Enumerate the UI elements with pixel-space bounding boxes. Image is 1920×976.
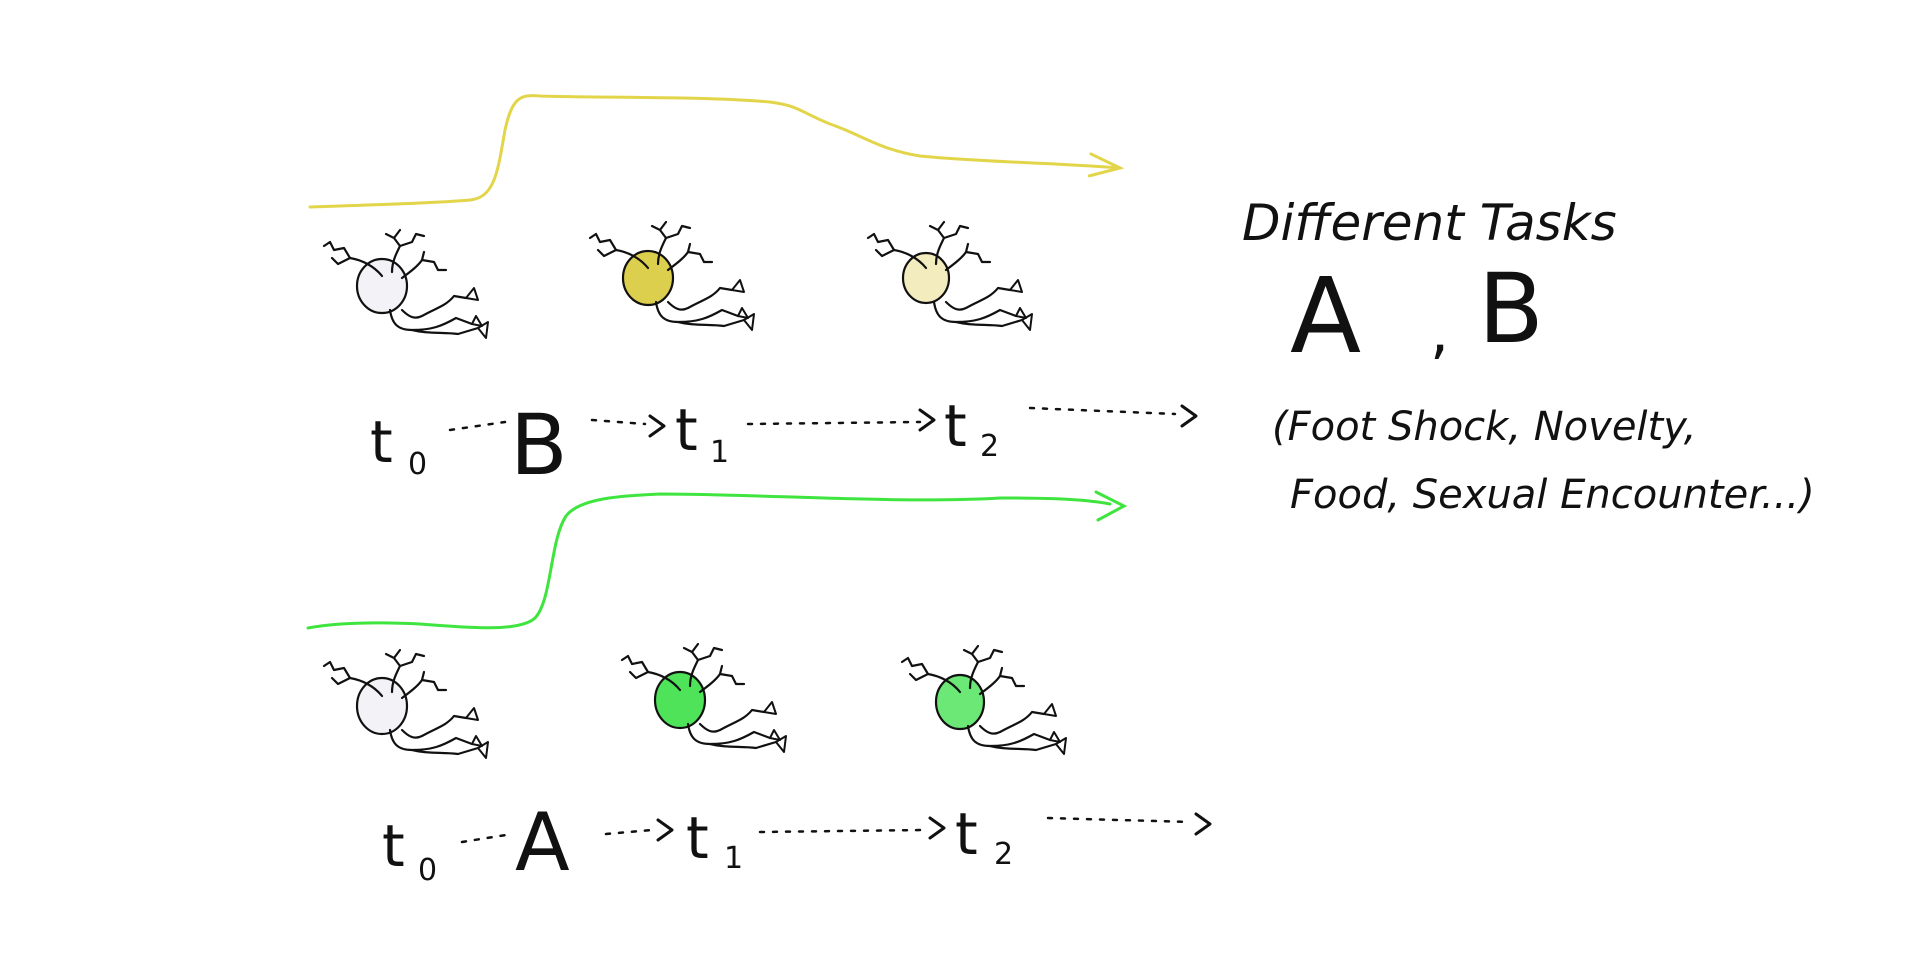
legend-examples-line2: Food, Sexual Encounter...) [1290, 472, 1815, 518]
legend-task-a: A [1290, 255, 1361, 377]
neuron-soma [355, 676, 409, 736]
arrow-head-icon [648, 414, 666, 438]
arrow-head-icon [928, 816, 946, 840]
neuron-soma [653, 670, 707, 730]
arrow-head-icon [1087, 152, 1125, 178]
neuron-b-t1 [588, 220, 756, 332]
activity-trace-b [308, 94, 1122, 209]
neuron-soma [621, 249, 675, 307]
timeline-b-t2-sub: 2 [980, 429, 999, 464]
neuron-soma [934, 673, 986, 731]
timeline-a-t0-sub: 0 [418, 853, 437, 888]
legend-separator: , [1430, 297, 1449, 367]
legend-examples-line1: (Foot Shock, Novelty, [1272, 404, 1697, 450]
timeline-a-t1-sub: 1 [724, 841, 743, 876]
legend-heading: Different Tasks [1242, 194, 1617, 252]
task-legend: Different Tasks A , B (Foot Shock, Novel… [1242, 194, 1815, 518]
neuron-a-t0 [322, 648, 490, 760]
neuron-a-t2 [900, 644, 1068, 756]
timeline-b-task: B [510, 396, 568, 494]
arrow-head-icon [918, 408, 936, 432]
timeline-b-t1-sub: 1 [710, 435, 729, 470]
arrow-head-icon [656, 818, 674, 842]
timeline-b-t2: t [944, 392, 967, 460]
timeline-a-task: A [515, 796, 570, 889]
timeline-a-t2-sub: 2 [994, 837, 1013, 872]
timeline-a-t0: t [382, 812, 405, 880]
arrow-head-icon [1194, 812, 1212, 836]
neuron-soma [901, 251, 951, 305]
timeline-b-t0: t [370, 408, 393, 476]
timeline-b-t1: t [675, 396, 698, 464]
timeline-a: t 0 A t 1 t 2 [382, 796, 1212, 889]
timeline-b-t0-sub: 0 [408, 447, 427, 482]
legend-task-b: B [1478, 253, 1544, 365]
timeline-b: t 0 B t 1 t 2 [370, 392, 1198, 494]
activity-trace-a [306, 492, 1112, 630]
arrow-head-icon [1094, 490, 1128, 522]
neuron-b-t0 [322, 228, 490, 340]
neuron-soma [355, 257, 409, 315]
timeline-a-t2: t [955, 800, 978, 868]
arrow-head-icon [1180, 404, 1198, 428]
timeline-a-t1: t [686, 804, 709, 872]
neuron-b-t2 [866, 220, 1034, 332]
neuron-a-t1 [620, 642, 788, 754]
